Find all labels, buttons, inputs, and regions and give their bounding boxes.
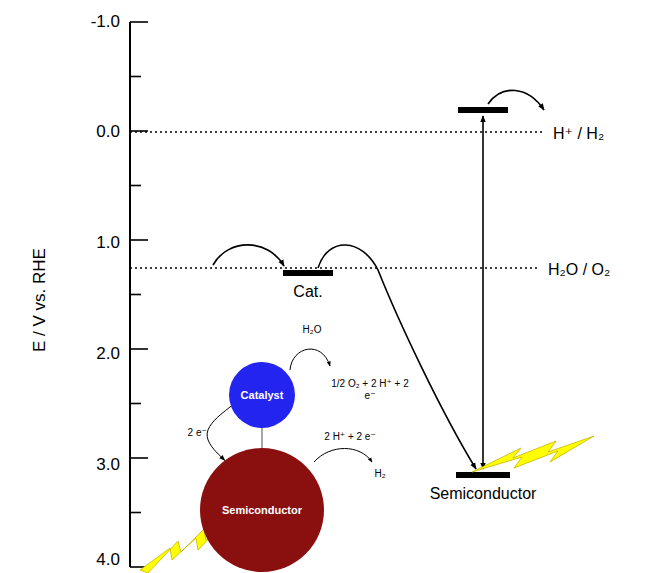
reaction-arrow [314,449,372,463]
electron-transfer-arrow [213,245,284,266]
excitation-arrow [482,116,484,469]
axis-tick [130,76,141,78]
product-label: 1/2 O₂ + 2 H⁺ + 2 e⁻ [327,378,413,401]
product-label: H₂ [374,468,385,480]
level-label: Cat. [293,283,322,301]
axis-ticks [130,22,148,567]
edge-label: 2 e⁻ [188,428,207,440]
axis-tick [130,21,148,23]
axis-tick [130,403,141,405]
link-line [261,428,263,448]
particle-circle: Catalyst [229,362,295,428]
catalyst-level-bar [283,270,333,276]
axis-tick [130,348,148,350]
particle-label: Semiconductor [222,504,302,516]
electron-out-arrow [488,90,544,110]
o2-level-line [130,267,540,268]
level-label: Semiconductor [430,485,537,503]
valence-band-bar [456,472,510,478]
electron-flow-arrow [207,406,231,460]
axis-tick [130,185,141,187]
axis-tick [130,239,148,241]
reactant-label: H₂O [303,324,322,336]
tick-label: 1.0 [96,233,120,253]
redox-level-label: H⁺ / H₂ [553,125,604,143]
light-bolt [472,436,594,472]
reaction-arrow [290,349,330,370]
electron-transfer-arrow [318,245,476,469]
axis-tick [130,294,141,296]
particle-circle: Semiconductor [200,448,324,572]
tick-label: 0.0 [96,122,120,142]
tick-label: 4.0 [96,550,120,570]
tick-label: -1.0 [91,12,120,32]
redox-level-label: H₂O / O₂ [548,261,610,279]
tick-label: 3.0 [96,455,120,475]
tick-label: 2.0 [96,344,120,364]
axis-tick [130,512,141,514]
conduction-band-bar [458,107,508,113]
spacer [300,342,322,355]
reactant-label: 2 H⁺ + 2 e⁻ [324,431,375,443]
axis-tick [130,457,148,459]
axis-title: E / V vs. RHE [30,248,50,352]
particle-label: Catalyst [241,389,284,401]
